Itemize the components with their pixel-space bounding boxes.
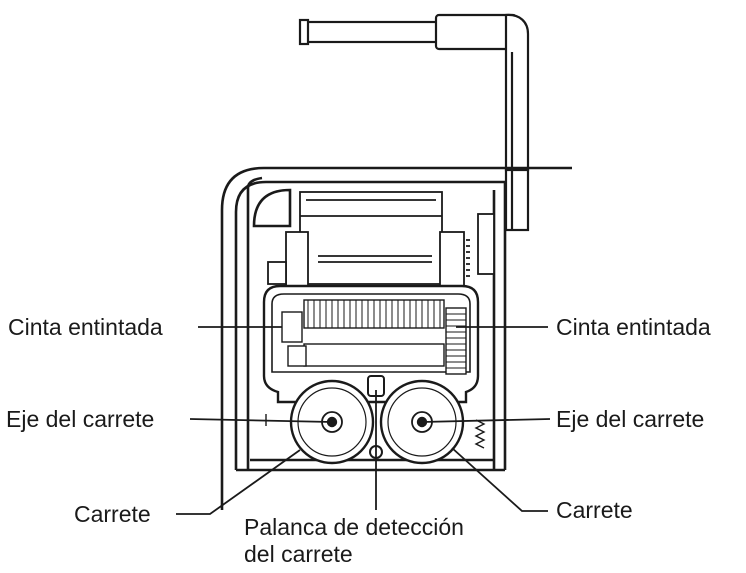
label-ribbon-right: Cinta entintada: [556, 314, 711, 340]
leader-spool-right: [451, 447, 548, 512]
leader-spool-left: [176, 449, 301, 515]
label-spool-shaft-right: Eje del carrete: [556, 406, 705, 432]
top-lever: [298, 13, 530, 232]
ribbon-cassette: [262, 284, 480, 404]
label-spool-lever-line1: Palanca de detección: [244, 514, 464, 540]
label-spool-right: Carrete: [556, 497, 633, 523]
leader-shaft-left: [189, 418, 333, 423]
label-spool-left: Carrete: [74, 501, 151, 527]
leader-shaft-right: [421, 418, 551, 423]
label-spool-lever-line2: del carrete: [244, 541, 353, 567]
label-spool-shaft-left: Eje del carrete: [6, 406, 155, 432]
print-head-assembly: [267, 191, 495, 291]
label-ribbon-left: Cinta entintada: [8, 314, 163, 340]
leader-lines: [176, 326, 551, 515]
